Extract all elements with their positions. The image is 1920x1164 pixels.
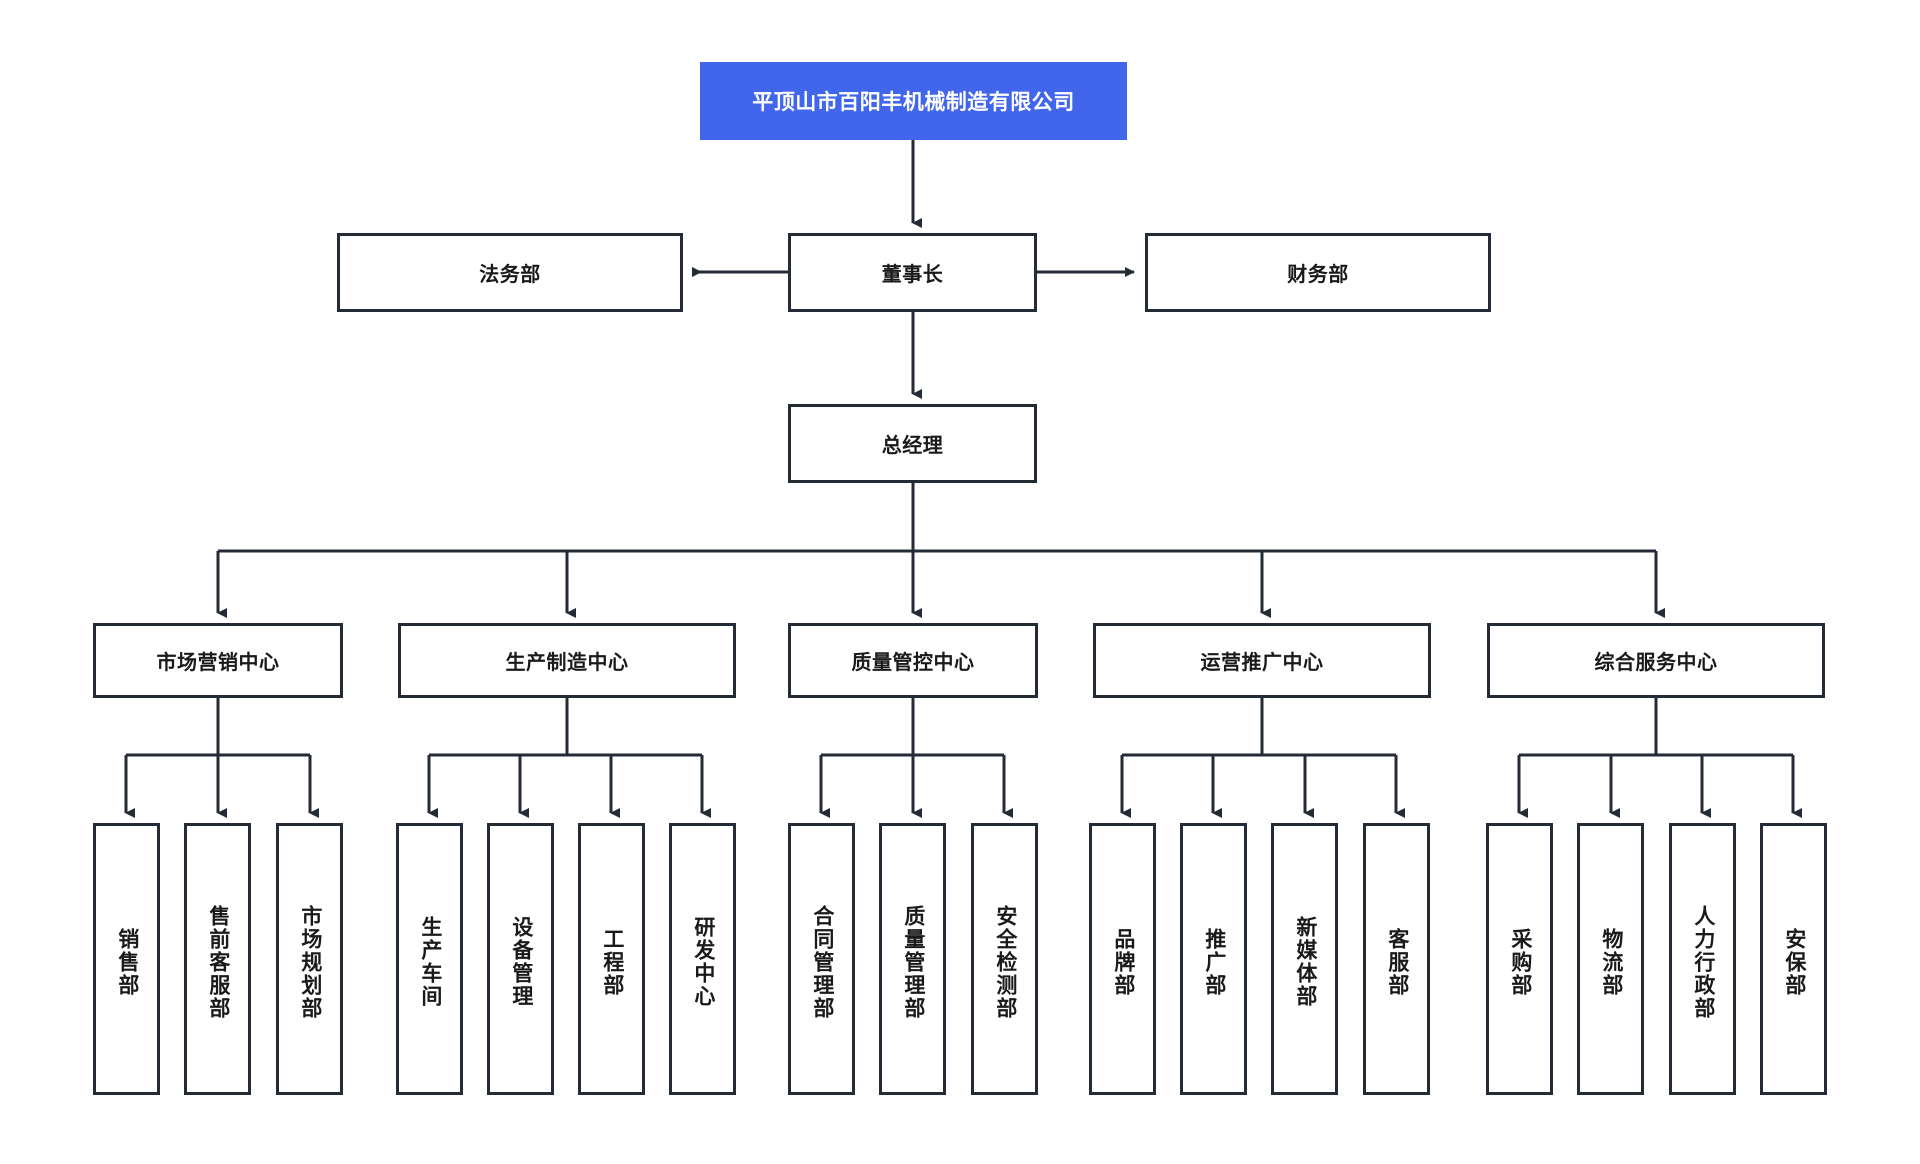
- node-center-production[interactable]: 生产制造中心: [398, 623, 736, 698]
- node-chairman[interactable]: 董事长: [788, 233, 1037, 312]
- node-company-root[interactable]: 平顶山市百阳丰机械制造有限公司: [700, 62, 1127, 140]
- node-label: 综合服务中心: [1594, 652, 1718, 674]
- node-label: 合同管理部: [810, 904, 834, 1020]
- node-label: 质量管理部: [901, 904, 925, 1020]
- node-label: 设备管理: [509, 916, 533, 1008]
- node-label: 质量管控中心: [851, 652, 975, 674]
- node-label: 市场规划部: [298, 904, 322, 1020]
- node-dept-customer-service[interactable]: 客服部: [1363, 823, 1430, 1095]
- node-label: 工程部: [600, 927, 624, 997]
- node-dept-security[interactable]: 安保部: [1760, 823, 1827, 1095]
- node-label: 物流部: [1599, 927, 1623, 997]
- node-label: 董事长: [881, 264, 944, 286]
- node-center-operations[interactable]: 运营推广中心: [1093, 623, 1431, 698]
- node-dept-engineering[interactable]: 工程部: [578, 823, 645, 1095]
- node-dept-equipment-management[interactable]: 设备管理: [487, 823, 554, 1095]
- node-label: 运营推广中心: [1200, 652, 1324, 674]
- node-label: 生产制造中心: [505, 652, 629, 674]
- node-dept-brand[interactable]: 品牌部: [1089, 823, 1156, 1095]
- node-label: 人力行政部: [1691, 904, 1715, 1020]
- node-dept-production-workshop[interactable]: 生产车间: [396, 823, 463, 1095]
- node-label: 市场营销中心: [156, 652, 280, 674]
- node-label: 总经理: [881, 435, 944, 457]
- node-general-manager[interactable]: 总经理: [788, 404, 1037, 483]
- node-label: 安保部: [1782, 927, 1806, 997]
- node-dept-market-planning[interactable]: 市场规划部: [276, 823, 343, 1095]
- node-label: 品牌部: [1111, 927, 1135, 997]
- node-dept-quality-management[interactable]: 质量管理部: [879, 823, 946, 1095]
- node-dept-hr-administration[interactable]: 人力行政部: [1669, 823, 1736, 1095]
- node-label: 研发中心: [691, 916, 715, 1008]
- node-label: 客服部: [1385, 927, 1409, 997]
- node-label: 平顶山市百阳丰机械制造有限公司: [752, 91, 1075, 114]
- node-label: 安全检测部: [993, 904, 1017, 1020]
- node-dept-rnd-center[interactable]: 研发中心: [669, 823, 736, 1095]
- node-dept-contract-management[interactable]: 合同管理部: [788, 823, 855, 1095]
- node-dept-promotion[interactable]: 推广部: [1180, 823, 1247, 1095]
- node-legal-department[interactable]: 法务部: [337, 233, 683, 312]
- node-dept-sales[interactable]: 销售部: [93, 823, 160, 1095]
- node-label: 生产车间: [418, 916, 442, 1008]
- node-dept-safety-inspection[interactable]: 安全检测部: [971, 823, 1038, 1095]
- node-label: 财务部: [1287, 264, 1349, 286]
- node-center-marketing[interactable]: 市场营销中心: [93, 623, 343, 698]
- node-finance-department[interactable]: 财务部: [1145, 233, 1491, 312]
- node-center-quality[interactable]: 质量管控中心: [788, 623, 1038, 698]
- node-label: 采购部: [1508, 927, 1532, 997]
- node-label: 法务部: [479, 264, 541, 286]
- node-dept-logistics[interactable]: 物流部: [1577, 823, 1644, 1095]
- node-dept-presales-service[interactable]: 售前客服部: [184, 823, 251, 1095]
- node-dept-procurement[interactable]: 采购部: [1486, 823, 1553, 1095]
- node-label: 售前客服部: [206, 904, 230, 1020]
- node-label: 推广部: [1202, 927, 1226, 997]
- node-center-support[interactable]: 综合服务中心: [1487, 623, 1825, 698]
- node-label: 新媒体部: [1293, 916, 1317, 1008]
- node-label: 销售部: [115, 927, 139, 997]
- node-dept-new-media[interactable]: 新媒体部: [1271, 823, 1338, 1095]
